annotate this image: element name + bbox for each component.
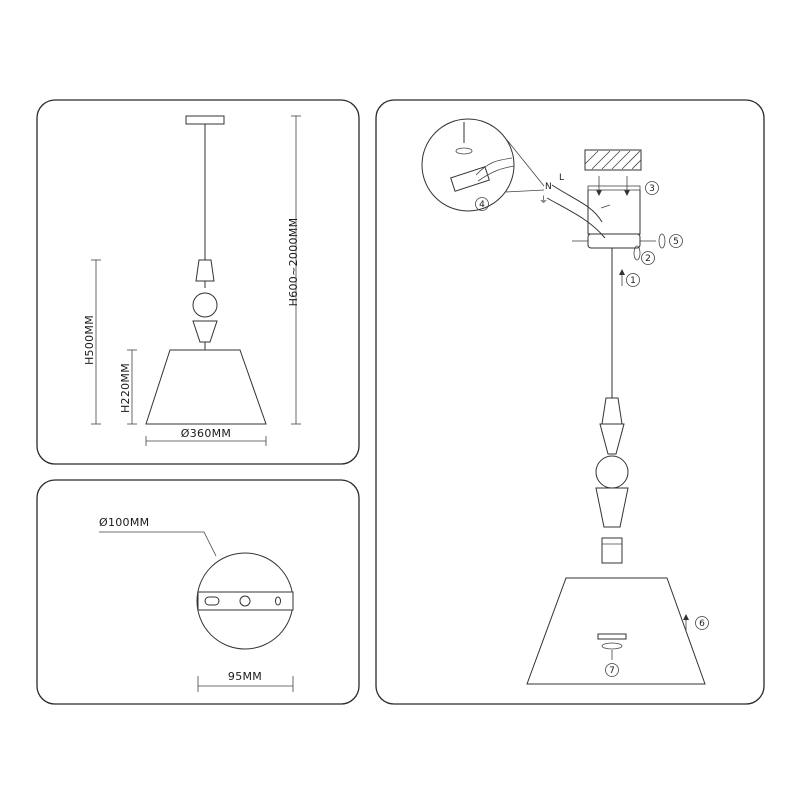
step-5-label: 5 <box>673 237 679 247</box>
total-height-label: H600~2000MM <box>287 218 300 307</box>
terminal-block <box>450 166 490 192</box>
dimensions-panel: H600~2000MM H500MM H220MM Ø360MM <box>36 99 360 465</box>
lamp-socket <box>601 537 623 564</box>
step-6-circle <box>695 616 709 630</box>
canopy-cup <box>587 233 641 249</box>
installation-panel-frame <box>375 99 765 705</box>
lower-cone-ornament <box>192 320 218 343</box>
inset-leader-bottom <box>504 189 545 193</box>
step-1-label: 1 <box>630 276 636 286</box>
terminal-block-inset <box>421 118 515 212</box>
wire-live <box>551 184 603 223</box>
top-cone-ornament <box>195 259 215 282</box>
earth-symbol: ⏚ <box>539 195 548 206</box>
canopy-detail-panel: Ø100MM 95MM <box>36 479 360 705</box>
shade-lift-arrowhead <box>683 614 689 620</box>
dimensions-panel-frame <box>36 99 360 465</box>
ball-ornament <box>192 292 218 318</box>
step-7-label: 7 <box>609 666 615 676</box>
install-ball-ornament <box>595 455 629 489</box>
cord-arrowhead <box>619 269 625 275</box>
bracket-center-hole <box>239 595 251 607</box>
shade-ring <box>597 633 627 640</box>
install-top-cone <box>601 397 623 425</box>
step-6-label: 6 <box>699 619 705 629</box>
inset-leader-top <box>506 139 545 187</box>
step-1-circle <box>626 273 640 287</box>
lamp-shade <box>145 349 267 425</box>
step-5-circle <box>669 234 683 248</box>
step-callouts: 1 2 3 4 5 6 7 <box>475 181 709 677</box>
canopy-diameter-leader <box>99 531 217 557</box>
ceiling-hatch-lines <box>584 150 642 170</box>
wire-live-label: L <box>559 173 564 183</box>
step-3-label: 3 <box>649 184 655 194</box>
canopy-body-outline <box>587 190 641 235</box>
body-height-label: H500MM <box>83 315 96 365</box>
cable-clamp <box>600 204 611 209</box>
screw-arrow-left <box>596 190 602 196</box>
step-7-circle <box>605 663 619 677</box>
install-upper-cone <box>599 423 625 455</box>
bracket-slot-left <box>204 596 220 606</box>
terminal-screw-rotation <box>455 147 473 155</box>
step-4-label: 4 <box>479 200 485 210</box>
canopy-diameter-label: Ø100MM <box>99 516 149 529</box>
canopy-detail-panel-frame <box>36 479 360 705</box>
bracket-slot-right <box>275 596 281 606</box>
wire-neutral <box>546 197 606 239</box>
screw-arrow-right <box>624 190 630 196</box>
bracket-width-label: 95MM <box>228 670 262 683</box>
ceiling-hatch <box>584 149 642 171</box>
side-nut-right <box>658 233 666 249</box>
install-lamp-shade <box>526 577 706 685</box>
step-3-circle <box>645 181 659 195</box>
step-4-circle <box>475 197 489 211</box>
step-2-circle <box>641 251 655 265</box>
inset-wire-2 <box>477 165 515 182</box>
shade-diameter-label: Ø360MM <box>181 427 231 440</box>
installation-panel: N L ⏚ 1 2 <box>375 99 765 705</box>
ceiling-canopy <box>185 115 225 125</box>
wire-neutral-label: N <box>545 182 552 192</box>
shade-ring-nut <box>601 642 623 650</box>
shade-height-label: H220MM <box>119 363 132 413</box>
cord-nut <box>633 245 641 261</box>
step-2-label: 2 <box>645 254 651 264</box>
inset-wire-1 <box>475 157 513 176</box>
mounting-plate <box>587 185 641 191</box>
install-lower-cone <box>595 487 629 528</box>
